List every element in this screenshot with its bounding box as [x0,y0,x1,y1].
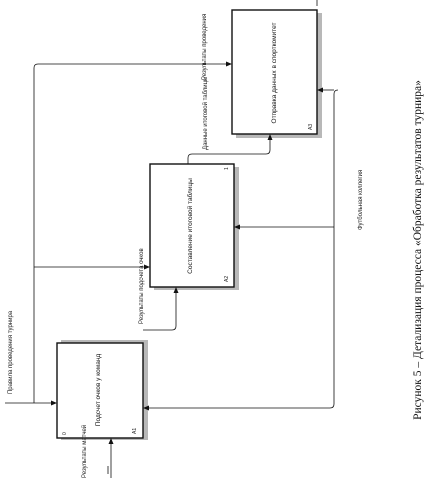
arrow-committee: Футбольная коллегия [143,87,364,411]
box-frame [56,342,144,439]
arrow-final-table-data: Данные итоговой таблицы [187,77,273,164]
arrow-match-results: Результаты матчей [81,425,114,478]
label-rules: Правила проведения турнира [8,310,14,394]
figure-caption: Рисунок 5 – Детализация процесса «Обрабо… [412,80,424,420]
box-corner-mark: 0 [62,432,68,435]
label-score-results: Результаты подсчета очков [139,248,145,324]
box-number: A2 [224,276,230,282]
arrow-results-out: Результаты проведения [202,0,318,80]
box-otpravka[interactable]: Отправка данных в спорткомитет A3 [231,9,322,138]
box-sostavlenie[interactable]: Составление итоговой таблицы A2 1 [149,163,239,290]
arrow-score-results: Результаты подсчета очков [139,248,179,331]
box-title: Отправка данных в спорткомитет [271,22,278,123]
box-frame [149,163,235,288]
box-title: Подсчет очков у команд [95,354,102,427]
label-final-table-data: Данные итоговой таблицы [202,77,209,150]
label-match-results: Результаты матчей [81,425,88,478]
label-results-out: Результаты проведения [202,14,208,80]
box-title: Составление итоговой таблицы [186,178,194,274]
box-frame [231,9,318,135]
box-number: A3 [308,124,314,130]
arrow-rules: Правила проведения турнира [5,61,232,406]
box-corner-mark: 1 [224,167,230,170]
label-committee: Футбольная коллегия [358,170,364,230]
box-number: A1 [132,428,138,434]
box-podschet[interactable]: Подсчет очков у команд A1 0 [56,340,148,440]
